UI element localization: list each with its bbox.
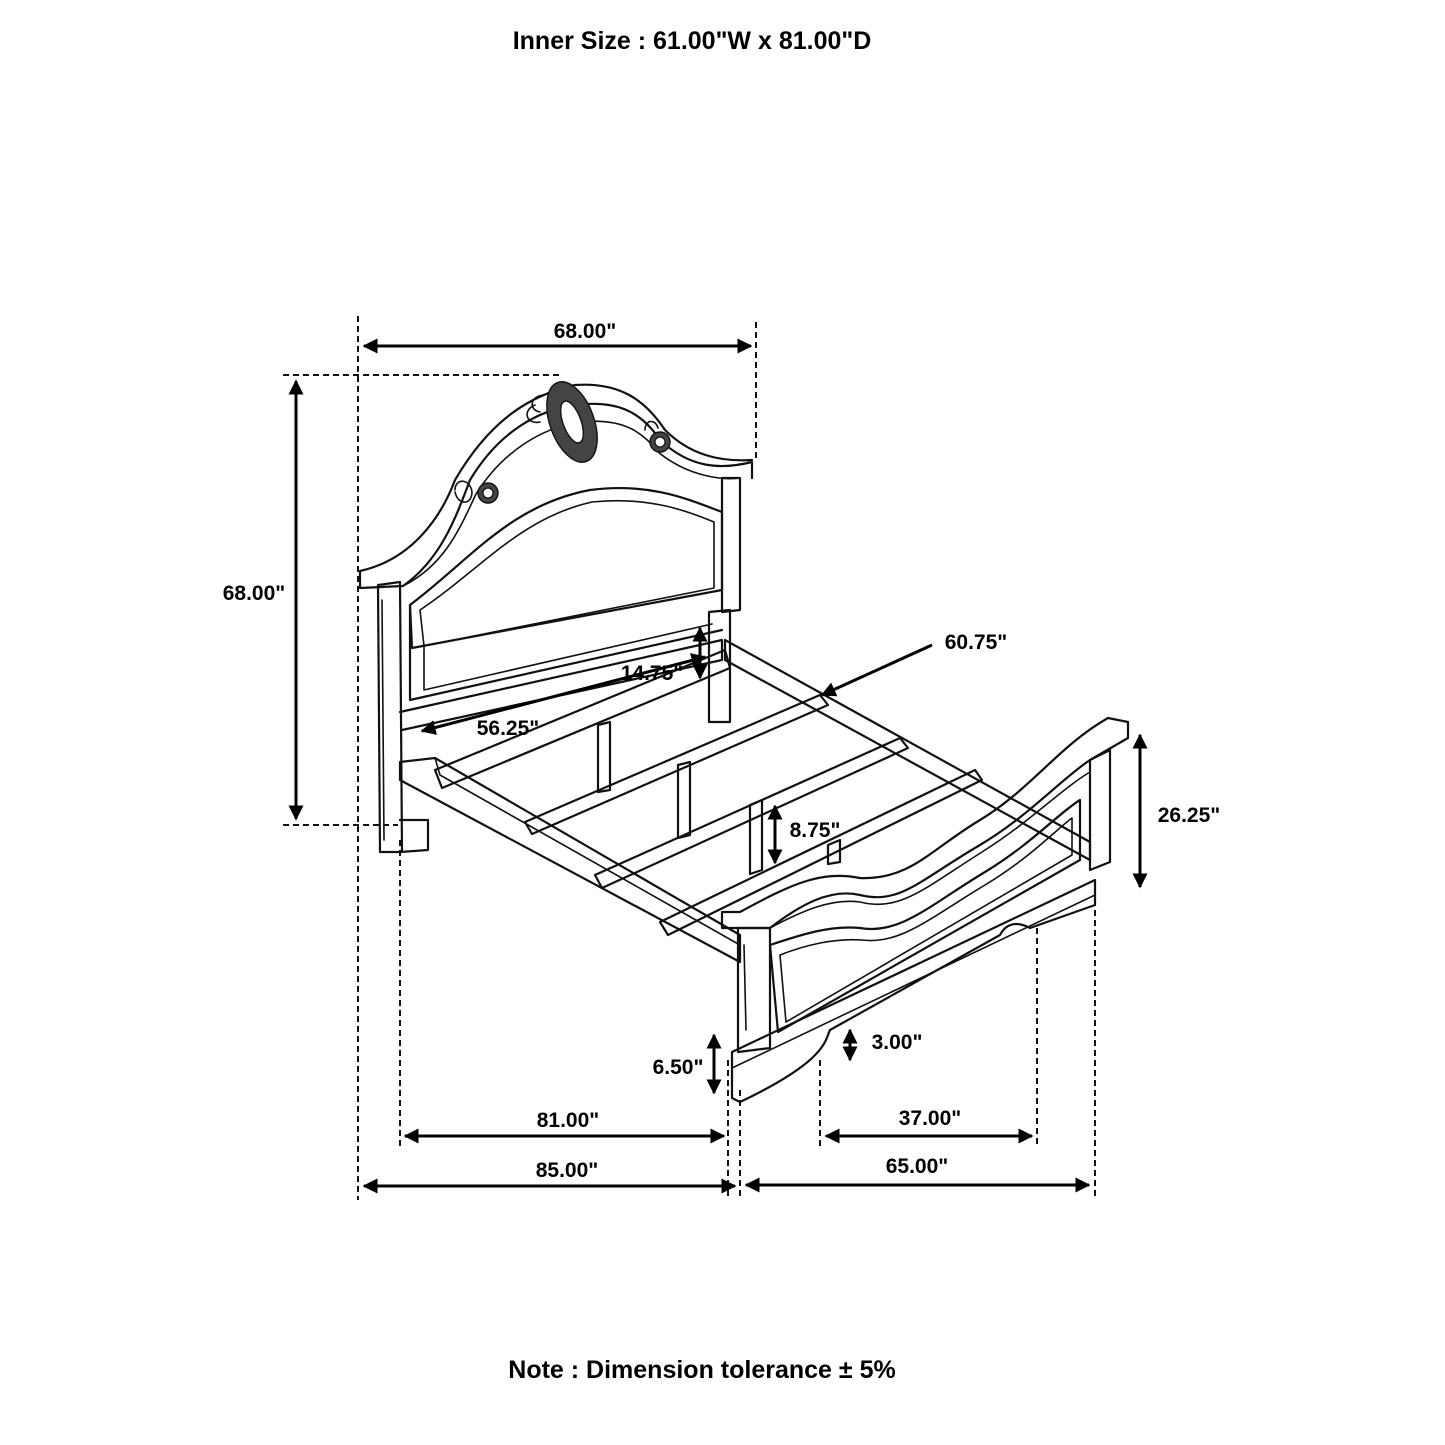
label-rail-clearance: 8.75" [790, 819, 841, 842]
label-footboard-inner-width: 37.00" [899, 1107, 962, 1130]
label-headboard-width: 68.00" [554, 320, 617, 343]
tolerance-note: Note : Dimension tolerance ± 5% [508, 1356, 895, 1384]
headboard-panel-width-arrow [420, 653, 707, 735]
label-slat-length: 60.75" [945, 631, 1008, 654]
bed-drawing [358, 381, 1130, 1104]
dimension-labels: 68.00" 68.00" 60.75" 14.75" 56.25" 26.25… [223, 320, 1221, 1182]
label-inner-length: 81.00" [537, 1109, 600, 1132]
extension-lines [283, 316, 1096, 1200]
label-overall-height: 68.00" [223, 582, 286, 605]
label-footboard-base-height: 6.50" [653, 1056, 704, 1079]
label-headboard-panel-width: 56.25" [477, 717, 540, 740]
dimension-arrows [288, 338, 1148, 1194]
label-footboard-height: 26.25" [1158, 804, 1221, 827]
label-overall-width: 65.00" [886, 1155, 949, 1178]
label-footboard-base-gap: 3.00" [872, 1031, 923, 1054]
label-headboard-panel-height: 14.75" [621, 662, 684, 685]
carved-medallion [454, 381, 671, 504]
label-overall-length: 85.00" [536, 1159, 599, 1182]
footboard [720, 716, 1130, 1104]
headboard [358, 381, 754, 854]
inner-size-title: Inner Size : 61.00"W x 81.00"D [513, 27, 872, 55]
slat-length-leader [820, 643, 933, 697]
